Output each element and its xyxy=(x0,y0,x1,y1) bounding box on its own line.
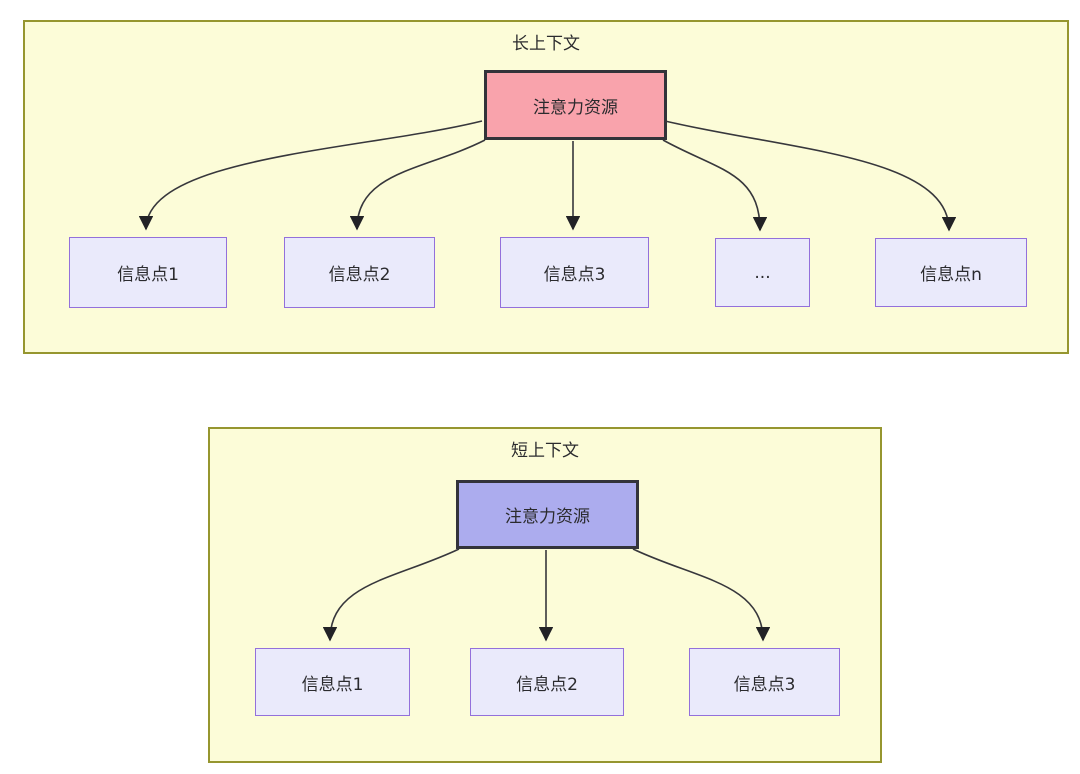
short-info-label-1: 信息点1 xyxy=(301,674,364,695)
long-info-label-n: 信息点n xyxy=(920,265,982,285)
long-info-node-3: 信息点3 xyxy=(500,237,649,308)
long-info-node-ellipsis: ... xyxy=(715,238,810,307)
short-context-container: 短上下文 注意力资源 信息点1 信息点2 信息点3 xyxy=(208,427,882,763)
long-attention-node: 注意力资源 xyxy=(484,70,667,140)
short-attention-node: 注意力资源 xyxy=(456,480,639,549)
short-info-label-2: 信息点2 xyxy=(516,674,578,695)
long-context-title: 长上下文 xyxy=(512,34,580,54)
long-info-node-n: 信息点n xyxy=(875,238,1027,307)
long-info-label-ellipsis: ... xyxy=(754,262,771,283)
short-info-label-3: 信息点3 xyxy=(733,674,796,695)
short-info-node-1: 信息点1 xyxy=(255,648,410,716)
long-info-label-1: 信息点1 xyxy=(117,265,179,285)
long-attention-label: 注意力资源 xyxy=(533,97,618,118)
long-info-node-1: 信息点1 xyxy=(69,237,227,308)
short-info-node-2: 信息点2 xyxy=(470,648,624,716)
long-info-label-3: 信息点3 xyxy=(543,265,606,285)
short-context-title: 短上下文 xyxy=(511,441,579,461)
short-attention-label: 注意力资源 xyxy=(505,507,590,527)
short-info-node-3: 信息点3 xyxy=(689,648,840,716)
long-context-container: 长上下文 注意力资源 信息点1 信息点2 信息点3 ... 信息点n xyxy=(23,20,1069,354)
long-info-label-2: 信息点2 xyxy=(328,265,391,285)
long-info-node-2: 信息点2 xyxy=(284,237,435,308)
